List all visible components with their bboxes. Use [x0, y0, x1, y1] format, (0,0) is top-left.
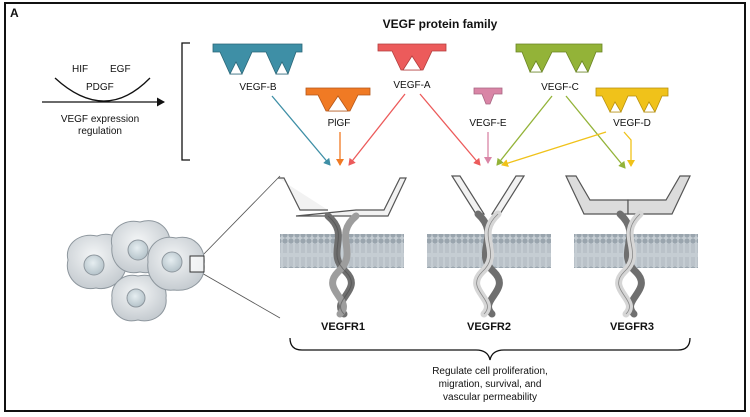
outcome-line2: migration, survival, and	[439, 379, 542, 390]
ligand-vegf-d-label: VEGF-D	[613, 118, 651, 129]
arrow-vegf-d-to-vegfr2	[501, 131, 607, 167]
receptor-vegfr2	[450, 175, 526, 318]
factor-pdgf: PDGF	[86, 82, 114, 93]
receptor-vegfr2-label: VEGFR2	[467, 321, 511, 333]
arrow-vegf-b-to-vegfr1	[271, 95, 331, 166]
arrow-vegf-a-to-vegfr1	[348, 93, 406, 166]
arrow-vegf-c-to-vegfr2	[496, 95, 553, 166]
family-bracket	[181, 42, 190, 161]
factor-egf: EGF	[110, 64, 131, 75]
panel-letter: A	[10, 6, 19, 20]
membrane-3	[574, 234, 698, 268]
regulation-group: HIF EGF PDGF VEGF expression regulation	[42, 64, 165, 137]
ligand-vegf-e: VEGF-E	[469, 87, 507, 129]
ligand-vegf-a-label: VEGF-A	[393, 80, 431, 91]
ligand-vegf-c: VEGF-C	[515, 43, 603, 93]
cell-cluster	[66, 220, 205, 322]
ligand-vegf-d: VEGF-D	[595, 87, 669, 129]
factor-hif: HIF	[72, 64, 88, 75]
receptor-vegfr3-label: VEGFR3	[610, 321, 654, 333]
ligand-vegf-c-label: VEGF-C	[541, 82, 579, 93]
ligand-vegf-a: VEGF-A	[377, 43, 447, 91]
receptor-vegfr1	[278, 177, 407, 318]
ligand-vegf-b-label: VEGF-B	[239, 82, 277, 93]
outcome-line3: vascular permeability	[443, 392, 537, 403]
arrow-vegf-c-to-vegfr3	[565, 95, 626, 169]
ligand-plgf-label: PlGF	[328, 118, 351, 129]
binding-arrows	[271, 93, 635, 169]
regulation-caption-line2: regulation	[78, 126, 122, 137]
arrow-vegf-d-to-vegfr3	[623, 131, 635, 167]
zoom-line-top	[199, 175, 281, 259]
family-title: VEGF protein family	[383, 17, 498, 31]
regulation-curve	[54, 77, 151, 102]
regulation-caption-line1: VEGF expression	[61, 114, 139, 125]
zoom-box	[189, 255, 205, 273]
receptor-vegfr1-label: VEGFR1	[321, 321, 365, 333]
zoom-line-bottom	[199, 271, 281, 319]
ligand-vegf-e-label: VEGF-E	[469, 118, 507, 129]
outcome-line1: Regulate cell proliferation,	[432, 366, 548, 377]
ligand-vegf-b: VEGF-B	[212, 43, 303, 93]
receptor-vegfr3	[565, 175, 691, 318]
arrow-vegf-a-to-vegfr2	[419, 93, 481, 166]
ligand-plgf: PlGF	[305, 87, 371, 129]
outcome-brace	[289, 337, 691, 361]
